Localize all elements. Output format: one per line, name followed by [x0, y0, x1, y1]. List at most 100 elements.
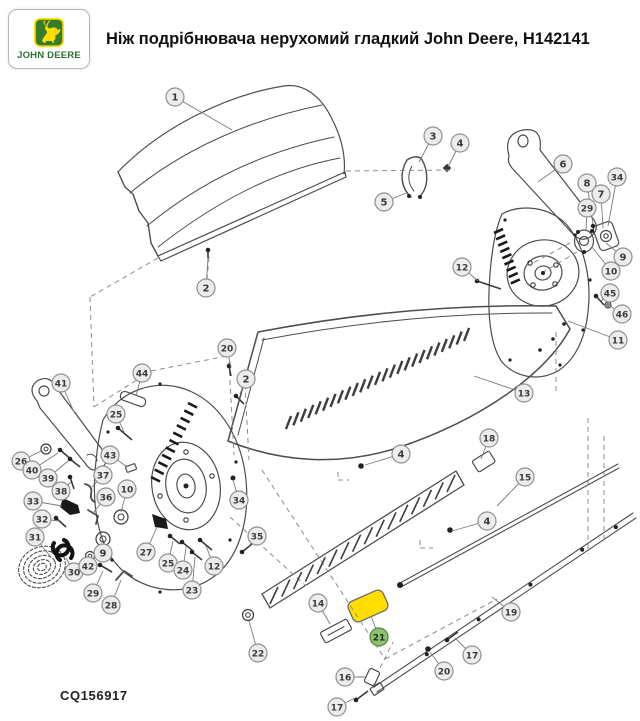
- callout-41: 41: [51, 373, 76, 415]
- svg-text:23: 23: [186, 586, 199, 596]
- callout-2: 2: [236, 369, 256, 395]
- callout-20: 20: [429, 651, 454, 681]
- svg-text:22: 22: [252, 649, 265, 659]
- callout-10: 10: [117, 479, 137, 513]
- callout-34: 34: [229, 479, 249, 510]
- callout-43: 43: [100, 445, 127, 467]
- svg-text:38: 38: [55, 487, 68, 497]
- svg-text:11: 11: [612, 336, 625, 346]
- callout-31: 31: [25, 527, 51, 557]
- callout-20: 20: [217, 338, 237, 369]
- leaping-deer-icon: [34, 17, 64, 47]
- callout-19: 19: [491, 596, 521, 622]
- svg-text:39: 39: [42, 474, 55, 484]
- svg-text:4: 4: [457, 138, 464, 149]
- svg-text:6: 6: [560, 159, 567, 170]
- callout-30: 30: [64, 557, 84, 582]
- svg-text:7: 7: [598, 189, 605, 200]
- callout-29: 29: [83, 570, 104, 603]
- callout-38: 38: [51, 481, 72, 501]
- svg-text:3: 3: [430, 131, 437, 142]
- svg-text:20: 20: [221, 344, 234, 354]
- callout-35: 35: [247, 526, 267, 547]
- svg-text:2: 2: [203, 283, 210, 294]
- clevis-part: [401, 156, 428, 198]
- svg-text:31: 31: [29, 533, 42, 543]
- callout-27: 27: [136, 526, 158, 562]
- svg-text:29: 29: [581, 204, 594, 214]
- svg-text:4: 4: [398, 449, 405, 460]
- svg-text:34: 34: [233, 496, 246, 506]
- svg-text:1: 1: [172, 92, 179, 103]
- knife-bar-part: [261, 450, 496, 609]
- svg-text:24: 24: [177, 566, 190, 576]
- logo-brand-text: JOHN DEERE: [17, 49, 81, 61]
- svg-text:27: 27: [140, 548, 153, 558]
- svg-text:41: 41: [55, 379, 68, 389]
- callout-10: 10: [591, 246, 621, 281]
- callout-4: 4: [364, 444, 411, 466]
- callout-32: 32: [32, 509, 60, 529]
- callout-45: 45: [600, 283, 620, 303]
- callout-23: 23: [182, 556, 202, 600]
- callout-12: 12: [452, 257, 479, 282]
- svg-text:18: 18: [483, 434, 496, 444]
- svg-text:14: 14: [312, 599, 325, 609]
- svg-text:12: 12: [208, 562, 221, 572]
- callout-13: 13: [473, 375, 534, 403]
- callout-2: 2: [196, 257, 216, 298]
- callout-9: 9: [605, 242, 633, 267]
- svg-text:10: 10: [121, 485, 134, 495]
- callout-25: 25: [106, 404, 126, 433]
- callout-25: 25: [158, 540, 178, 573]
- lower-bar-part: [369, 512, 637, 696]
- callout-22: 22: [248, 620, 268, 663]
- callout-5: 5: [374, 192, 407, 212]
- john-deere-logo: JOHN DEERE: [8, 9, 90, 69]
- callout-21: 21: [369, 615, 389, 647]
- svg-text:2: 2: [243, 374, 250, 385]
- svg-text:15: 15: [519, 473, 532, 483]
- callout-17: 17: [454, 637, 482, 665]
- callout-3: 3: [418, 126, 443, 163]
- header: JOHN DEERE Ніж подрібнювача нерухомий гл…: [8, 9, 634, 69]
- callout-33: 33: [23, 491, 63, 511]
- svg-text:25: 25: [110, 410, 123, 420]
- callout-17: 17: [327, 696, 358, 717]
- svg-text:37: 37: [97, 471, 110, 481]
- callout-1: 1: [165, 87, 233, 131]
- callout-18: 18: [479, 428, 499, 460]
- callout-4: 4: [451, 511, 497, 532]
- callout-24: 24: [173, 546, 193, 580]
- callout-14: 14: [308, 593, 331, 625]
- svg-text:17: 17: [331, 703, 344, 713]
- svg-text:34: 34: [611, 173, 624, 183]
- callout-36: 36: [92, 487, 116, 514]
- svg-text:26: 26: [15, 457, 28, 467]
- svg-text:19: 19: [505, 608, 518, 618]
- svg-text:8: 8: [584, 178, 591, 189]
- svg-text:44: 44: [136, 369, 149, 379]
- svg-text:43: 43: [104, 451, 117, 461]
- svg-text:33: 33: [27, 497, 40, 507]
- svg-text:12: 12: [456, 263, 469, 273]
- callout-9: 9: [93, 543, 113, 563]
- svg-text:30: 30: [68, 568, 81, 578]
- bearing-assembly: [573, 220, 620, 253]
- callout-29: 29: [577, 198, 597, 232]
- page-title: Ніж подрібнювача нерухомий гладкий John …: [106, 29, 590, 48]
- callout-39: 39: [38, 460, 69, 488]
- callout-46: 46: [609, 304, 632, 324]
- callout-34: 34: [607, 167, 627, 227]
- svg-text:25: 25: [162, 559, 175, 569]
- callout-37: 37: [91, 465, 113, 488]
- svg-text:4: 4: [484, 516, 491, 527]
- svg-text:29: 29: [87, 589, 100, 599]
- callout-15: 15: [496, 467, 535, 507]
- figure-code: CQ156917: [60, 688, 128, 703]
- svg-text:36: 36: [100, 493, 113, 503]
- callout-42: 42: [78, 556, 98, 576]
- svg-text:21: 21: [373, 633, 386, 643]
